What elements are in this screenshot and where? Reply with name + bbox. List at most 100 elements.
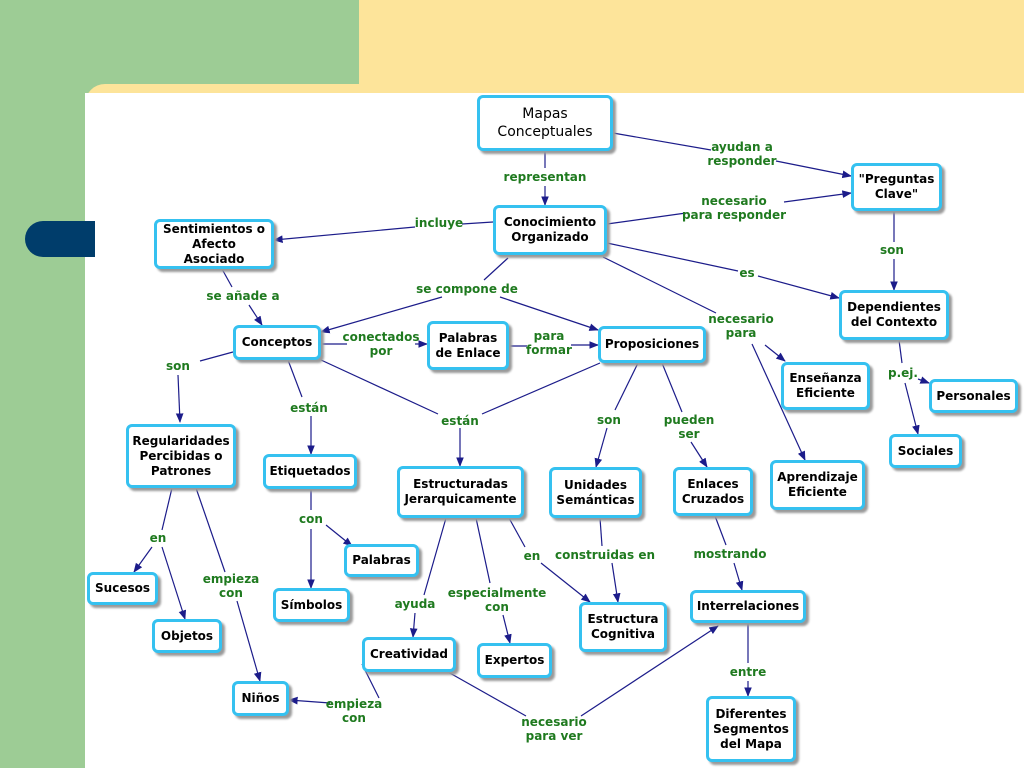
concept-ensenanza-eficiente[interactable]: Enseñanza Eficiente — [781, 362, 870, 410]
edge-necesario-ver-in-0 — [447, 671, 527, 717]
concept-palabras[interactable]: Palabras — [344, 544, 419, 577]
edge-estan-conceptos-in-0 — [287, 359, 303, 398]
linking-word-ayuda: ayuda — [395, 597, 436, 611]
linking-word-entre: entre — [730, 665, 766, 679]
linking-word-se-anade: se añade a — [206, 289, 279, 303]
edge-en-reg-out-1 — [161, 546, 187, 620]
edge-ayudan-out-0 — [775, 160, 852, 179]
concept-sucesos[interactable]: Sucesos — [87, 572, 158, 605]
linking-word-son-prop: son — [597, 413, 621, 427]
edge-se-compone-in-0 — [483, 257, 509, 281]
concept-conceptos[interactable]: Conceptos — [233, 325, 321, 360]
concept-regularidades[interactable]: Regularidades Percibidas o Patrones — [126, 424, 236, 488]
linking-word-representan: representan — [504, 170, 587, 184]
linking-word-es: es — [739, 266, 754, 280]
concept-etiquetados[interactable]: Etiquetados — [263, 454, 357, 489]
concept-estructuradas-jerarquicamente[interactable]: Estructuradas Jerarquicamente — [397, 466, 524, 518]
concept-interrelaciones[interactable]: Interrelaciones — [690, 590, 806, 623]
edge-incluye-out-0 — [273, 226, 416, 244]
concept-diferentes-segmentos[interactable]: Diferentes Segmentos del Mapa — [706, 696, 796, 762]
concept-palabras-enlace[interactable]: Palabras de Enlace — [427, 321, 509, 370]
concept-conocimiento-organizado[interactable]: Conocimiento Organizado — [493, 205, 607, 255]
concept-sentimientos[interactable]: Sentimientos o Afecto Asociado — [154, 219, 274, 269]
edge-son-conceptos-out-0 — [175, 374, 184, 423]
edge-pej-out-1 — [904, 382, 920, 435]
concept-proposiciones[interactable]: Proposiciones — [598, 326, 706, 363]
edge-pej-in-0 — [898, 339, 903, 364]
edge-se-compone-out-0 — [320, 296, 443, 334]
edge-especialmente-out-0 — [502, 614, 512, 644]
edge-necesario-para-in-0 — [602, 256, 717, 314]
edge-con-etiq-out-0 — [325, 524, 353, 547]
linking-word-incluye: incluye — [415, 216, 463, 230]
edge-construidas-out-0 — [611, 562, 621, 603]
concept-ninos[interactable]: Niños — [232, 681, 289, 716]
slide-background-yellow — [359, 0, 1024, 96]
concept-mapas-conceptuales[interactable]: Mapas Conceptuales — [477, 95, 613, 151]
edge-son-prop-in-0 — [614, 362, 639, 411]
edge-se-anade-in-0 — [221, 268, 233, 288]
edge-incluye-in-0 — [461, 221, 494, 225]
linking-word-se-compone: se compone de — [416, 282, 518, 296]
concept-unidades-semanticas[interactable]: Unidades Semánticas — [549, 467, 642, 518]
concept-expertos[interactable]: Expertos — [477, 643, 552, 678]
linking-word-son-clave: son — [880, 243, 904, 257]
slide-bullet-pill — [25, 221, 95, 257]
concept-preguntas-clave[interactable]: "Preguntas Clave" — [851, 163, 942, 211]
edge-necesario-ver-out-0 — [580, 625, 719, 717]
concept-personales[interactable]: Personales — [929, 379, 1018, 413]
edge-construidas-in-0 — [599, 517, 603, 547]
concept-aprendizaje-eficiente[interactable]: Aprendizaje Eficiente — [770, 460, 865, 510]
linking-word-mostrando: mostrando — [693, 547, 766, 561]
edge-mostrando-in-0 — [714, 515, 727, 546]
edge-son-prop-out-0 — [594, 427, 608, 468]
linking-word-construidas: construidas en — [555, 548, 655, 562]
edge-ayuda-out-0 — [409, 612, 418, 638]
edge-empieza-reg-in-0 — [195, 487, 226, 573]
concept-simbolos[interactable]: Símbolos — [273, 588, 350, 622]
edge-necesario-responder-in-0 — [606, 212, 687, 225]
concept-objetos[interactable]: Objetos — [152, 619, 222, 653]
linking-word-en-reg: en — [150, 531, 167, 545]
edge-necesario-para-out-0 — [764, 344, 786, 362]
concept-creatividad[interactable]: Creatividad — [362, 637, 456, 672]
edge-pueden-ser-in-0 — [661, 362, 683, 413]
edge-en-reg-out-0 — [133, 546, 153, 573]
concept-sociales[interactable]: Sociales — [889, 434, 962, 468]
linking-word-pej: p.ej. — [888, 366, 918, 380]
edge-se-compone-out-1 — [499, 296, 599, 331]
edge-es-in-0 — [606, 242, 739, 272]
edge-en-estruct-out-0 — [540, 562, 591, 603]
edge-son-conceptos-in-0 — [199, 351, 234, 362]
edges-layer — [133, 132, 930, 717]
linking-word-son-conceptos: son — [166, 359, 190, 373]
linking-word-estan-main: están — [441, 414, 479, 428]
edge-especialmente-in-0 — [475, 517, 491, 584]
edge-en-estruct-in-0 — [508, 517, 526, 548]
concept-dependientes-contexto[interactable]: Dependientes del Contexto — [839, 290, 949, 340]
edge-necesario-responder-out-0 — [783, 190, 852, 203]
edge-necesario-para-out-1 — [751, 343, 806, 461]
edge-es-out-0 — [757, 275, 840, 300]
concept-estructura-cognitiva[interactable]: Estructura Cognitiva — [579, 602, 667, 652]
linking-word-en-estruct: en — [524, 549, 541, 563]
edge-ayuda-in-0 — [423, 517, 447, 596]
edge-mostrando-out-0 — [733, 562, 744, 591]
edge-en-reg-in-0 — [161, 487, 173, 531]
edge-pej-out-0 — [917, 376, 930, 384]
concept-enlaces-cruzados[interactable]: Enlaces Cruzados — [673, 467, 753, 516]
edge-ayudan-in-0 — [612, 132, 712, 151]
linking-word-estan-conceptos: están — [290, 401, 328, 415]
edge-empieza-reg-out-0 — [236, 600, 262, 682]
